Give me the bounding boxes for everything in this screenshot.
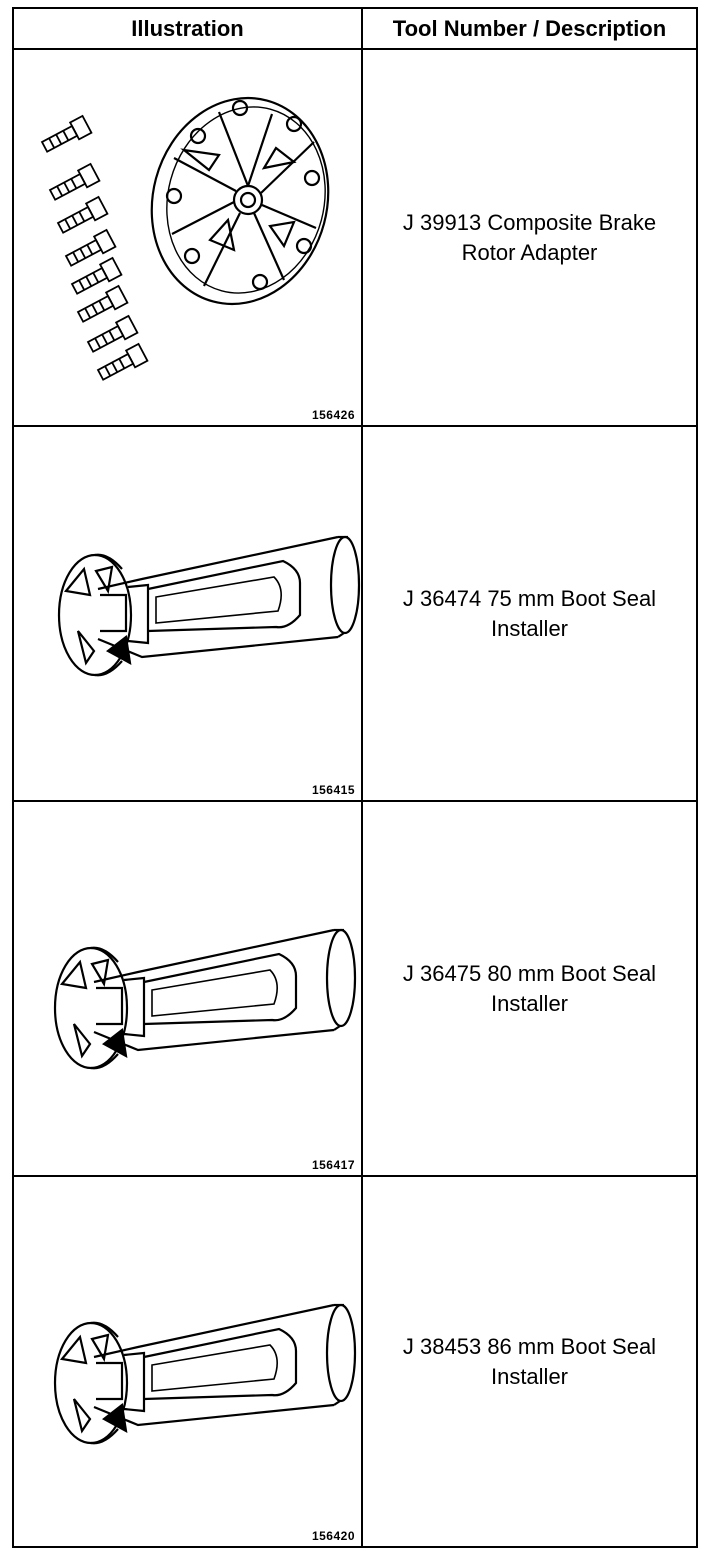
figure-number: 156420: [311, 1529, 355, 1543]
rotor-adapter-icon: [40, 96, 330, 381]
figure-number: 156415: [311, 783, 355, 797]
boot-seal-installer-icon: [57, 535, 361, 677]
illustration-cell: 156415: [14, 427, 363, 800]
illustration-cell: 156420: [14, 1177, 363, 1546]
boot-seal-installer-icon: [53, 1303, 357, 1445]
figure-number: 156417: [311, 1158, 355, 1172]
tool-table: Illustration Tool Number / Description: [12, 7, 698, 1548]
tool-description: J 36475 80 mm Boot Seal Installer: [402, 960, 657, 1016]
header-tool-description: Tool Number / Description: [392, 16, 667, 41]
boot-seal-installer-icon: [53, 928, 357, 1070]
table-row: 156417 J 36475 80 mm Boot Seal Installer: [14, 800, 696, 1175]
illustration-cell: 156417: [14, 802, 363, 1175]
table-row: 156426 J 39913 Composite Brake Rotor Ada…: [14, 48, 696, 425]
table-row: 156420 J 38453 86 mm Boot Seal Installer: [14, 1175, 696, 1546]
tool-description: J 38453 86 mm Boot Seal Installer: [402, 1333, 657, 1389]
tool-description: J 36474 75 mm Boot Seal Installer: [402, 585, 657, 641]
table-row: 156415 J 36474 75 mm Boot Seal Installer: [14, 425, 696, 800]
illustration-cell: 156426: [14, 50, 363, 425]
figure-number: 156426: [311, 408, 355, 422]
header-illustration: Illustration: [14, 9, 363, 48]
tool-description: J 39913 Composite Brake Rotor Adapter: [402, 209, 657, 265]
